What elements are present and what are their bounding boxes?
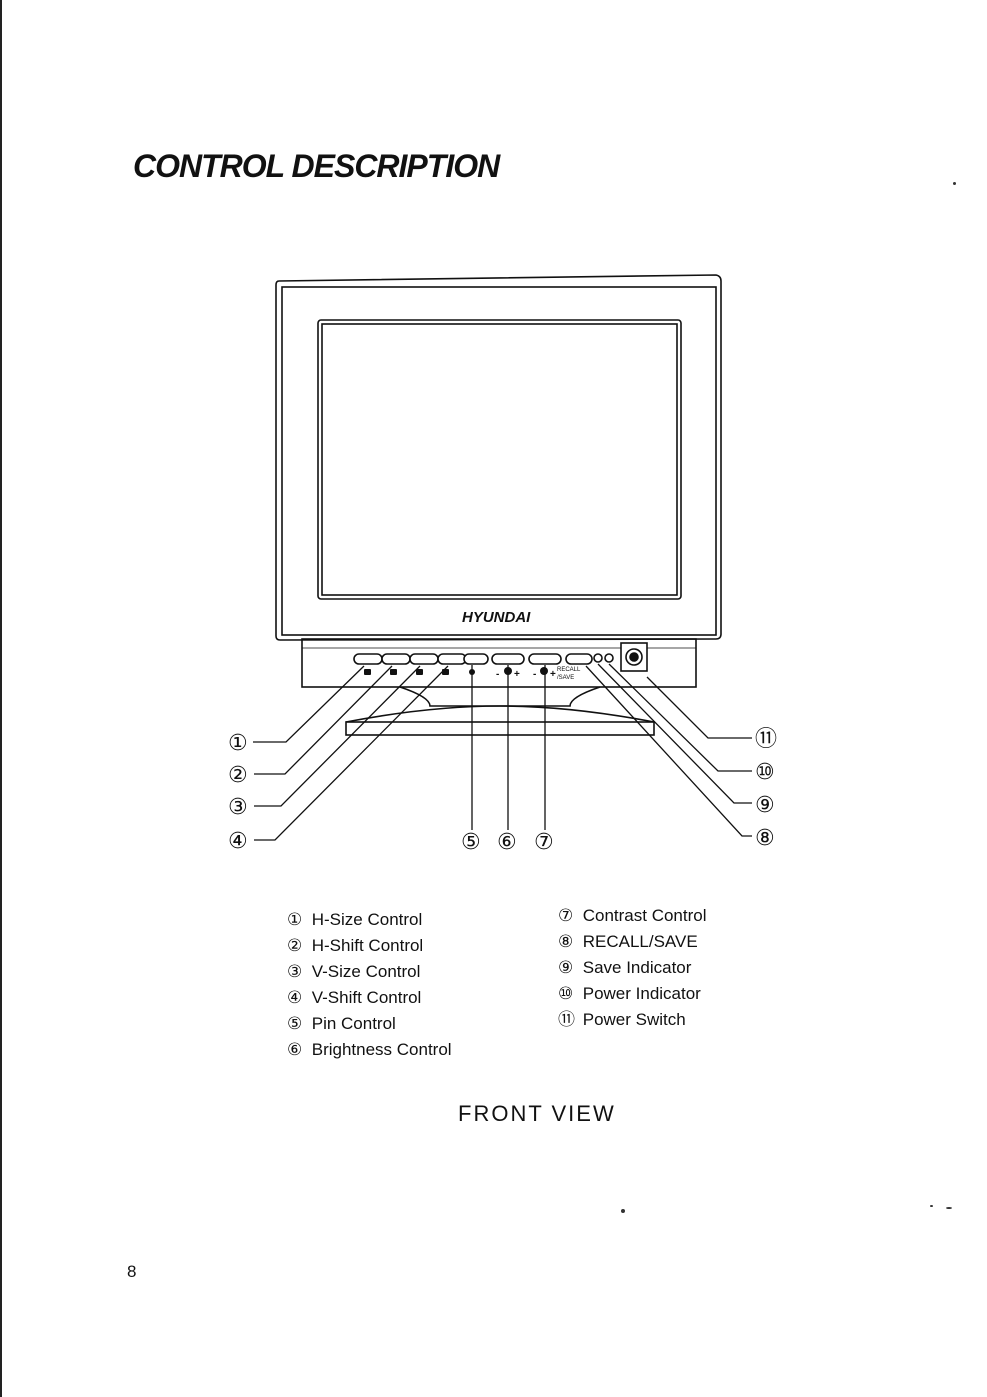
legend-item-power-indicator: ⑩ Power Indicator <box>558 981 707 1007</box>
legend-number: ③ <box>287 962 303 981</box>
v-size-button <box>409 653 439 665</box>
contrast-minus-label: - <box>533 669 536 680</box>
control-panel <box>301 638 697 688</box>
figure-caption: FRONT VIEW <box>458 1101 616 1126</box>
legend-number: ① <box>287 910 303 929</box>
v-shift-button <box>437 653 467 665</box>
scan-speck <box>946 1207 952 1209</box>
monitor-base <box>345 705 655 723</box>
legend-label: V-Shift Control <box>311 988 422 1007</box>
legend-label: Brightness Control <box>311 1040 452 1059</box>
contrast-button <box>528 653 562 665</box>
callout-7: ⑦ <box>534 830 554 855</box>
legend-label: Save Indicator <box>582 958 692 977</box>
recall-save-button <box>565 653 593 665</box>
legend-number: ④ <box>287 988 303 1007</box>
legend-item-power-switch: ⑪ Power Switch <box>558 1007 707 1033</box>
legend-item-save-indicator: ⑨ Save Indicator <box>558 955 707 981</box>
legend-label: V-Size Control <box>311 962 421 981</box>
monitor-screen-outer <box>317 319 682 600</box>
legend-item-h-shift: ② H-Shift Control <box>287 933 452 959</box>
callout-4: ④ <box>228 829 248 854</box>
scan-speck <box>930 1205 933 1207</box>
legend-label: Contrast Control <box>582 906 707 925</box>
legend-label: RECALL/SAVE <box>582 932 698 951</box>
callout-11: ⑪ <box>755 727 777 752</box>
legend-number: ② <box>287 936 303 955</box>
legend-item-v-shift: ④ V-Shift Control <box>287 985 452 1011</box>
legend-label: Pin Control <box>311 1014 396 1033</box>
page-number: 8 <box>127 1262 137 1281</box>
save-indicator <box>593 653 603 663</box>
legend-number: ⑩ <box>558 984 574 1003</box>
page-title: CONTROL DESCRIPTION <box>133 148 500 184</box>
legend-label: Power Indicator <box>582 984 701 1003</box>
brand-logo: HYUNDAI <box>462 609 531 626</box>
legend-number: ⑤ <box>287 1014 303 1033</box>
monitor-neck <box>399 686 601 707</box>
monitor-front-view-diagram: - + - + RECALL /SAVE HYUNDAI ① ② ③ ④ ⑤ ⑥… <box>228 274 777 855</box>
monitor-screen-inner <box>321 323 678 596</box>
legend-item-recall-save: ⑧ RECALL/SAVE <box>558 929 707 955</box>
monitor-bezel-inner <box>281 286 717 636</box>
brightness-button <box>491 653 525 665</box>
contrast-plus-label: + <box>550 669 556 680</box>
callout-6: ⑥ <box>497 830 517 855</box>
h-shift-button <box>381 653 411 665</box>
legend-number: ⑦ <box>558 906 574 925</box>
legend-number: ⑥ <box>287 1040 303 1059</box>
legend-label: H-Shift Control <box>311 936 424 955</box>
callout-2: ② <box>228 763 248 788</box>
callout-9: ⑨ <box>755 793 775 818</box>
h-size-button <box>353 653 383 665</box>
page-edge-line <box>0 0 2 1397</box>
brightness-plus-label: + <box>514 669 520 680</box>
legend-item-brightness: ⑥ Brightness Control <box>287 1037 452 1063</box>
brightness-minus-label: - <box>496 669 499 680</box>
legend-number: ⑪ <box>558 1010 575 1029</box>
legend-item-v-size: ③ V-Size Control <box>287 959 452 985</box>
pin-button <box>463 653 489 665</box>
scan-speck <box>621 1209 625 1213</box>
monitor-bezel-outer <box>275 274 722 641</box>
legend-label: Power Switch <box>582 1010 686 1029</box>
power-indicator <box>604 653 614 663</box>
legend-number: ⑨ <box>558 958 574 977</box>
legend-left-column: ① H-Size Control ② H-Shift Control ③ V-S… <box>287 907 452 1063</box>
callout-1: ① <box>228 731 248 756</box>
callout-3: ③ <box>228 795 248 820</box>
callout-10: ⑩ <box>755 760 775 785</box>
save-label: /SAVE <box>557 675 574 681</box>
legend-item-contrast: ⑦ Contrast Control <box>558 903 707 929</box>
legend-right-column: ⑦ Contrast Control ⑧ RECALL/SAVE ⑨ Save … <box>558 903 707 1033</box>
monitor-base-plate <box>345 721 655 736</box>
callout-5: ⑤ <box>461 830 481 855</box>
legend-item-pin: ⑤ Pin Control <box>287 1011 452 1037</box>
recall-label: RECALL <box>557 667 581 673</box>
legend-number: ⑧ <box>558 932 574 951</box>
legend-label: H-Size Control <box>311 910 423 929</box>
legend-item-h-size: ① H-Size Control <box>287 907 452 933</box>
callout-8: ⑧ <box>755 826 775 851</box>
scan-speck <box>953 182 956 185</box>
